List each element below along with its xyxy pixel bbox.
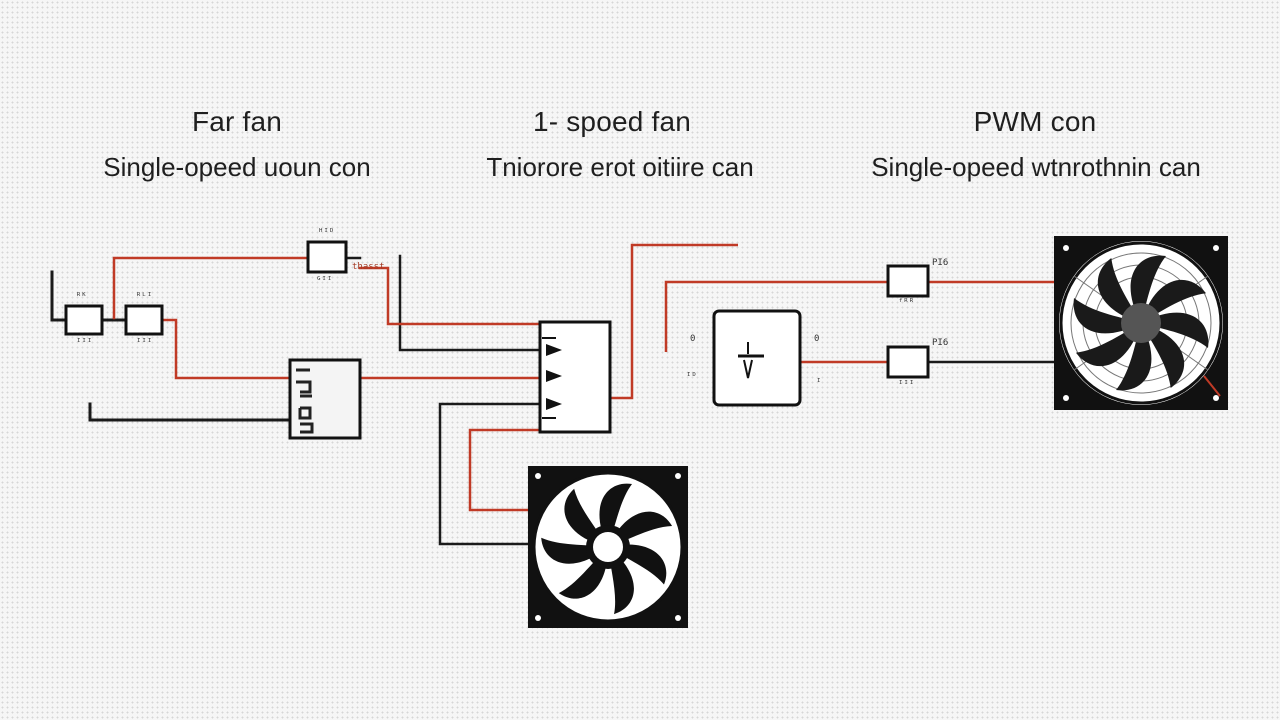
resistor-pwm-bottom — [886, 345, 930, 379]
controller-pin-label: ᴵᴰ — [686, 372, 697, 382]
resistor-top-label: ᴴᴵᴰ — [318, 228, 335, 238]
red-wire — [468, 428, 540, 512]
controller-pin-label: ᴵ — [816, 378, 822, 388]
red-wire — [358, 266, 542, 326]
resistor-top-sublabel: ᴳᴵᴵ — [316, 276, 333, 286]
column-subtitle-right: Single-opeed wtnrothnin can — [871, 152, 1201, 182]
column-title-left: Far fan — [191, 106, 283, 137]
black-wire — [438, 402, 540, 546]
resistor-left-2-label: ᴿᴸᴵ — [136, 292, 153, 302]
column-title-middle: 1- spoed fan — [532, 106, 692, 137]
relay-block — [288, 358, 362, 440]
resistor-pwm-top — [886, 264, 930, 298]
black-wire — [88, 402, 292, 422]
pwm-resistor-top-label: PI6 — [932, 258, 949, 268]
red-note-label: thasst — [352, 262, 385, 272]
controller-pin-label: 0 — [814, 334, 820, 344]
pwm-controller — [712, 309, 802, 407]
pwm-resistor-bottom-sublabel: ᴵᴵᴵ — [898, 380, 915, 390]
resistor-left-1-sublabel: ᴵᴵᴵ — [76, 338, 93, 348]
resistor-left-1 — [64, 304, 104, 336]
resistor-left-2-sublabel: ᴵᴵᴵ — [136, 338, 153, 348]
middle-wiring — [438, 243, 738, 546]
column-subtitle-left: Single-opeed uoun con — [103, 152, 371, 182]
pwm-resistor-bottom-label: PI6 — [932, 338, 949, 348]
resistor-top — [306, 240, 348, 274]
fan-icon — [1054, 236, 1228, 410]
resistor-left-2 — [124, 304, 164, 336]
pwm-resistor-top-sublabel: ᶠᴿᴿ — [898, 298, 915, 308]
column-subtitle-middle: Tniorore erot oitiire can — [486, 152, 754, 182]
connector-hub — [538, 320, 612, 434]
black-wire — [398, 254, 542, 352]
column-title-right: PWM con — [973, 106, 1097, 137]
red-wire — [610, 243, 738, 400]
black-wire — [50, 270, 68, 322]
fan-icon — [528, 466, 688, 628]
controller-pin-label: 0 — [690, 334, 696, 344]
red-wire — [664, 280, 888, 352]
red-wire — [112, 256, 310, 320]
left-wiring — [50, 254, 542, 422]
resistor-left-1-label: ᴿᴷ — [76, 292, 87, 302]
right-wiring — [664, 280, 1056, 364]
red-wire — [160, 318, 292, 380]
